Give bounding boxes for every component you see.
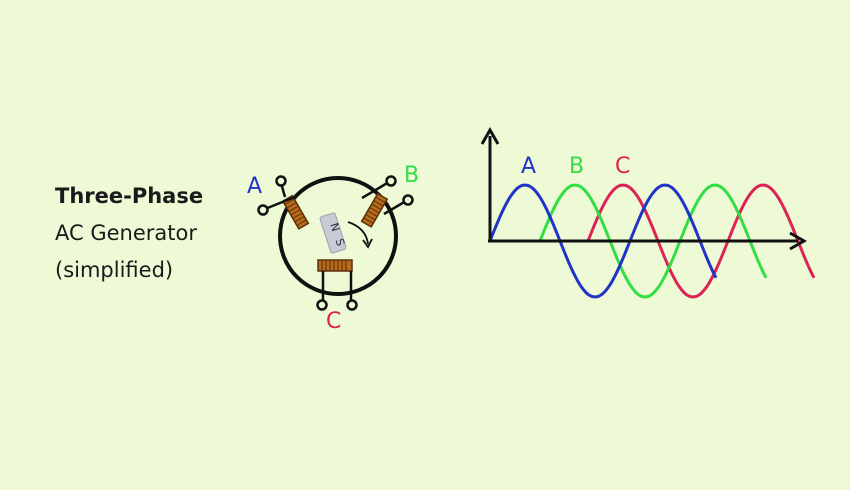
caption: Three-Phase AC Generator (simplified)	[55, 178, 203, 289]
terminal-c2	[346, 299, 358, 311]
terminal-b2	[402, 194, 414, 206]
waveform-label-a: A	[521, 154, 536, 179]
waveform-label-c: C	[615, 154, 630, 179]
terminal-b1	[385, 175, 397, 187]
coil-c-leads	[321, 271, 353, 302]
y-axis-arrow-icon	[480, 126, 500, 145]
generator: N S A B C	[247, 163, 419, 334]
generator-label-a: A	[247, 174, 262, 199]
coil-b-leads	[361, 180, 407, 216]
generator-label-b: B	[404, 163, 419, 188]
rotor-magnet: N S	[319, 212, 347, 254]
waveform-b	[538, 183, 768, 299]
waveform-a	[488, 183, 718, 299]
stator-ring	[278, 176, 398, 296]
coil-a	[281, 194, 310, 230]
generator-label-c: C	[326, 309, 341, 334]
magnet-s-label: S	[332, 237, 347, 248]
waveform-label-b: B	[569, 154, 584, 179]
terminal-a1	[275, 175, 287, 187]
caption-line-2: AC Generator	[55, 221, 197, 245]
terminal-a2	[257, 204, 269, 216]
magnet-n-label: N	[327, 221, 342, 233]
coil-c	[317, 259, 353, 272]
rotation-arrowhead-icon	[362, 238, 373, 249]
waveform-c	[586, 183, 816, 299]
caption-title: Three-Phase	[55, 184, 204, 208]
rotation-arrow	[347, 221, 369, 245]
terminal-c1	[316, 299, 328, 311]
coil-b	[360, 192, 389, 228]
x-axis-arrow-icon	[789, 231, 808, 251]
caption-line-3: (simplified)	[55, 258, 174, 282]
waveform-plot: A B C	[480, 126, 816, 299]
